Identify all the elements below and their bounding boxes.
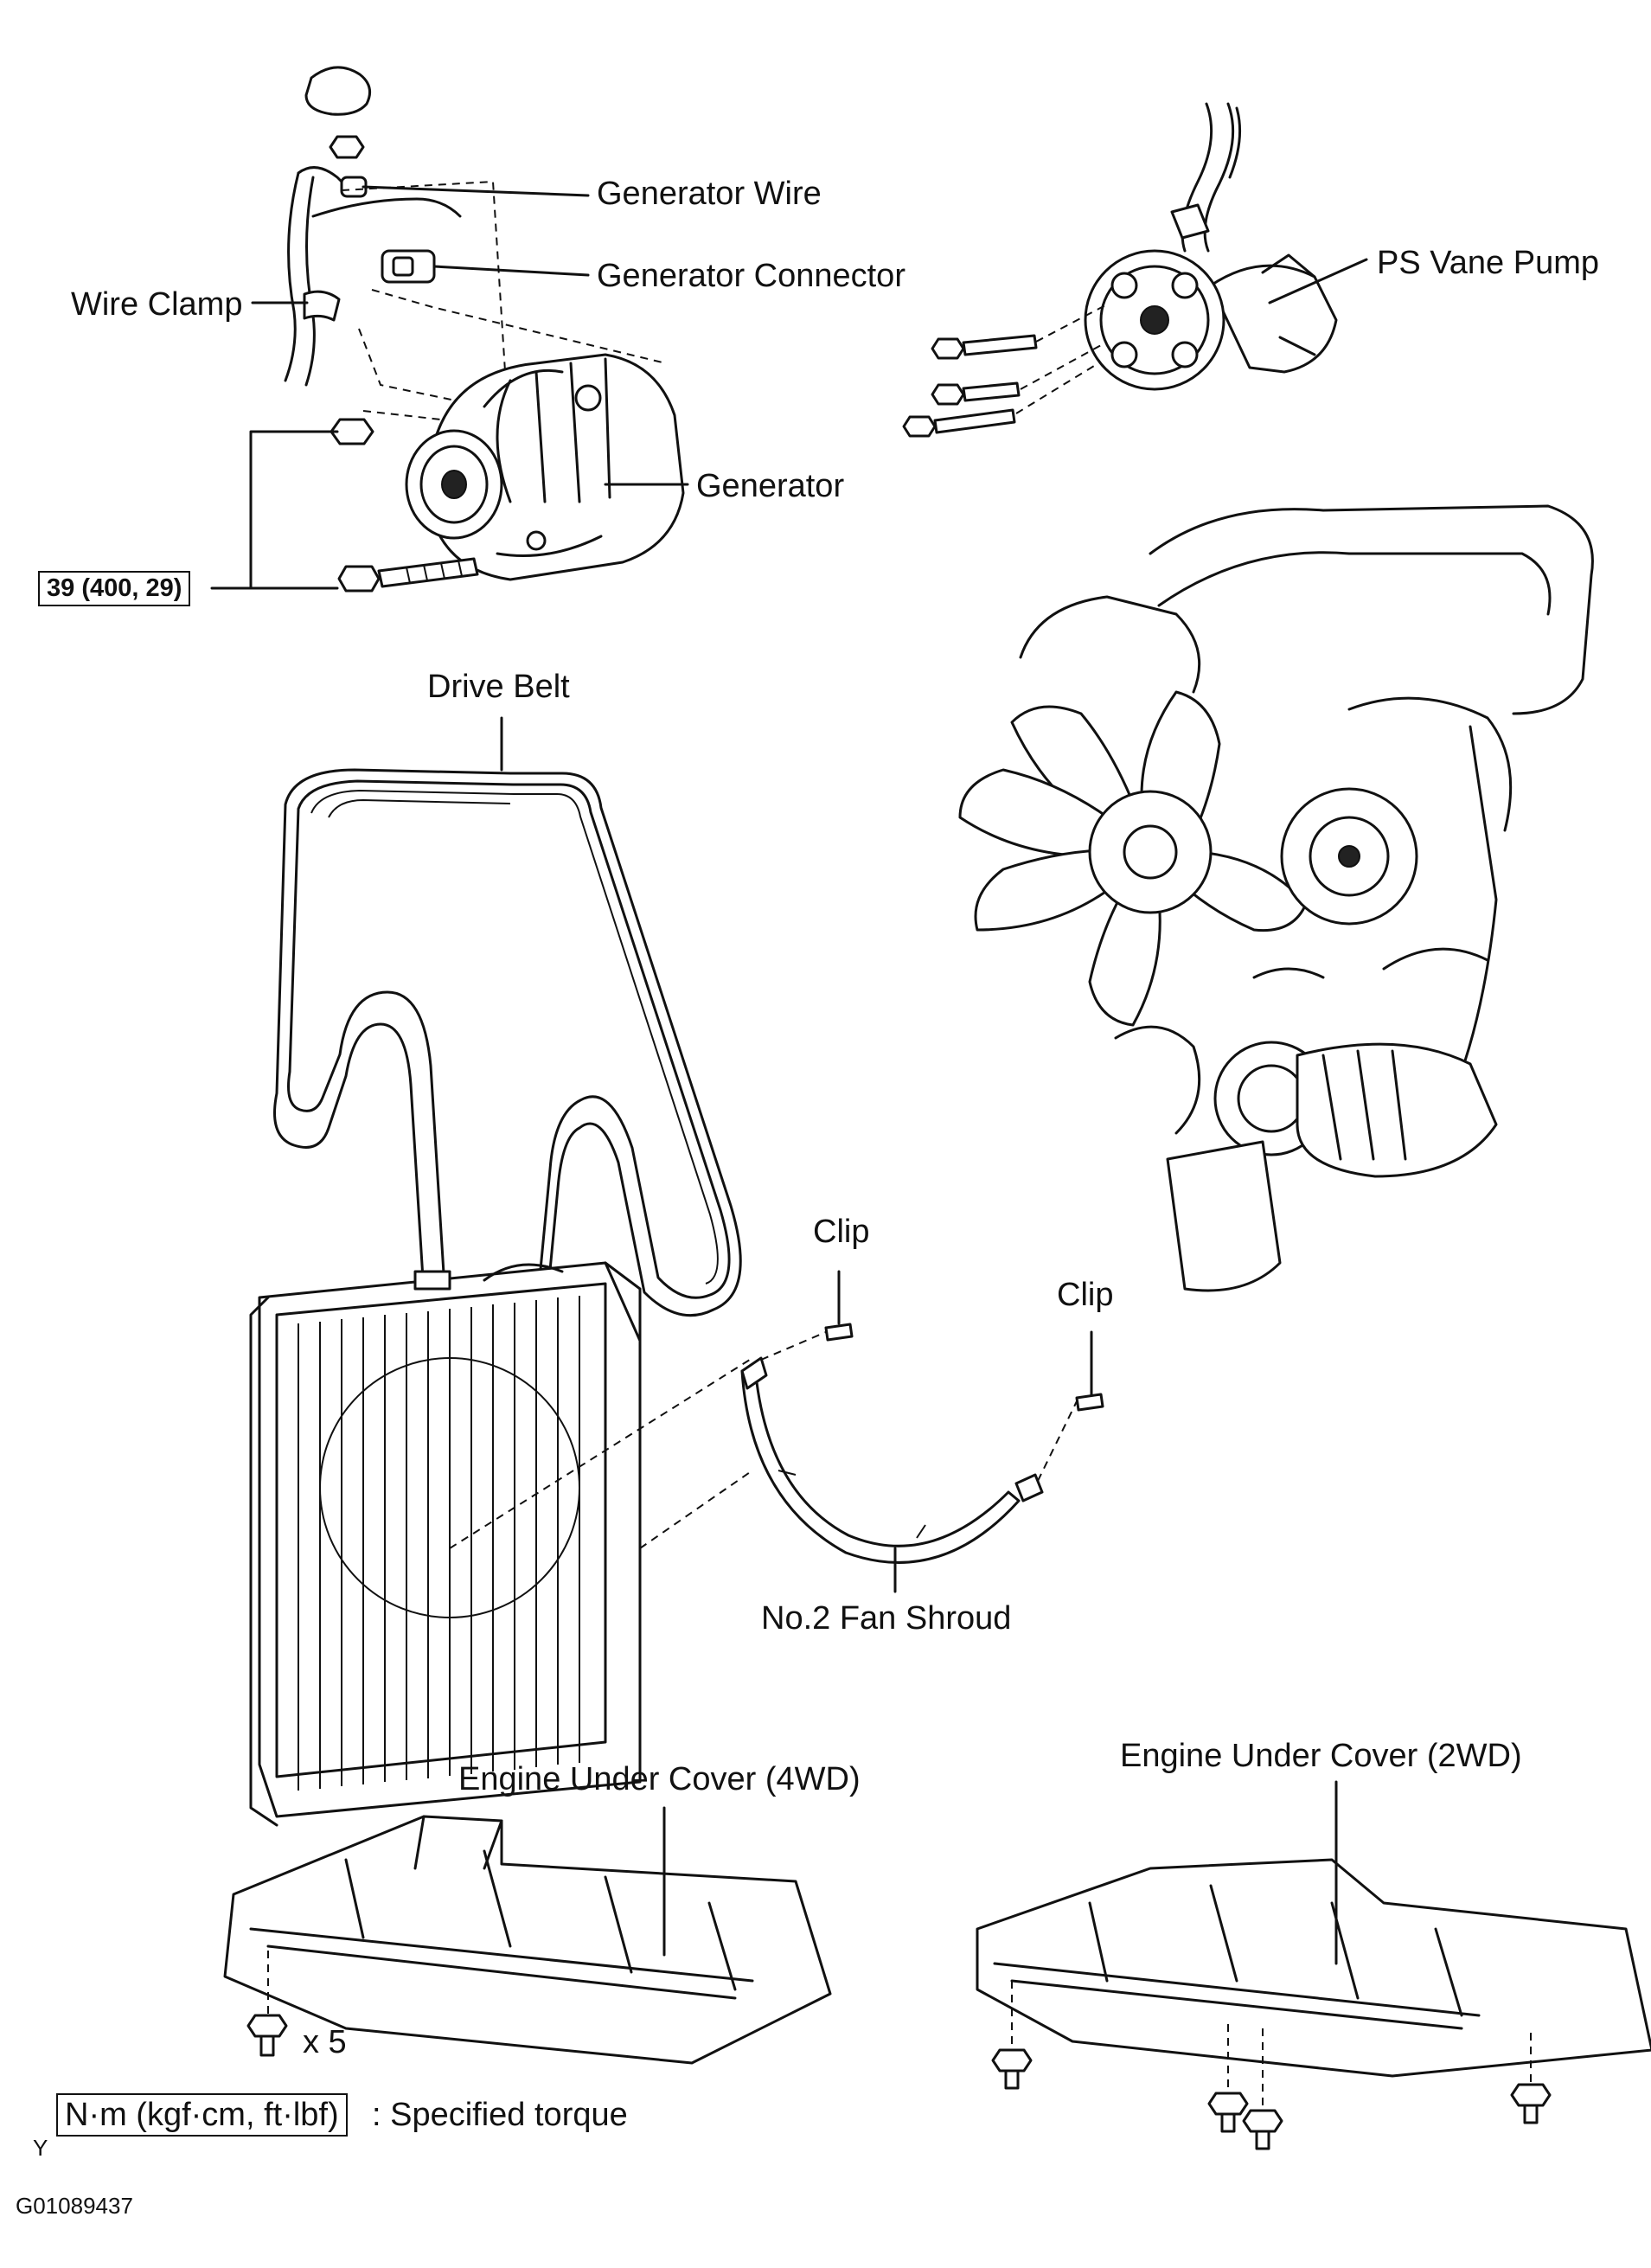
drive-belt-label: Drive Belt xyxy=(427,669,570,705)
torque-legend-description: : Specified torque xyxy=(372,2097,628,2133)
shroud-dash-lines xyxy=(449,1357,753,1549)
engine-illustration xyxy=(958,504,1594,1292)
under-cover-2wd xyxy=(976,1780,1651,2150)
generator-wire-label: Generator Wire xyxy=(597,176,822,212)
ps-vane-pump-label: PS Vane Pump xyxy=(1377,245,1600,281)
ps-vane-pump-assembly xyxy=(902,102,1368,438)
fan-shroud-label: No.2 Fan Shroud xyxy=(761,1600,1012,1637)
wire-clamp-part xyxy=(303,290,341,322)
under-cover-4wd xyxy=(223,1806,832,2065)
clip-label-2: Clip xyxy=(1057,1277,1114,1313)
figure-id: G01089437 xyxy=(16,2193,133,2219)
generator-body xyxy=(405,353,685,581)
under-cover-2wd-label: Engine Under Cover (2WD) xyxy=(1120,1738,1522,1774)
footer-mark: Y xyxy=(33,2135,48,2161)
leader-generator-wire xyxy=(362,185,590,197)
radiator-shroud-opening xyxy=(319,1357,580,1618)
connector-latch xyxy=(392,256,414,277)
terminal-nut xyxy=(329,135,365,159)
bolt-4wd xyxy=(246,2014,288,2057)
clip-part-2 xyxy=(1075,1393,1104,1412)
under-cover-4wd-label: Engine Under Cover (4WD) xyxy=(458,1761,861,1797)
torque-value-box: 39 (400, 29) xyxy=(38,571,191,606)
clip-label-1: Clip xyxy=(813,1214,870,1250)
cooling-fan xyxy=(958,690,1308,1027)
radiator xyxy=(249,1261,753,1827)
generator-connector-label: Generator Connector xyxy=(597,258,905,294)
ps-pump-body xyxy=(1084,249,1338,391)
torque-units-box: N·m (kgf·cm, ft·lbf) xyxy=(56,2093,348,2137)
ps-dash-lines xyxy=(1015,304,1108,414)
water-outlet xyxy=(1166,1140,1282,1292)
torque-leader xyxy=(210,430,339,590)
ps-pump-bolts xyxy=(902,334,1038,438)
drive-belt xyxy=(273,716,742,1425)
shroud-clips xyxy=(760,1270,1104,1593)
leader-ps-vane-pump xyxy=(1268,258,1368,304)
clip-part-1 xyxy=(824,1323,854,1342)
generator-label: Generator xyxy=(696,468,845,504)
terminal-cap xyxy=(304,66,372,116)
no2-fan-shroud-part xyxy=(740,1356,1044,1564)
ps-hose-fitting xyxy=(1170,203,1210,240)
wire-clamp-label: Wire Clamp xyxy=(71,286,243,323)
bolts-2wd xyxy=(991,2048,1552,2150)
bolt-count-label: x 5 xyxy=(303,2024,347,2060)
generator-bolt xyxy=(337,557,479,593)
assembly-dash-lines xyxy=(341,180,667,429)
generator-assembly xyxy=(210,66,689,593)
leader-generator-connector xyxy=(432,265,590,277)
